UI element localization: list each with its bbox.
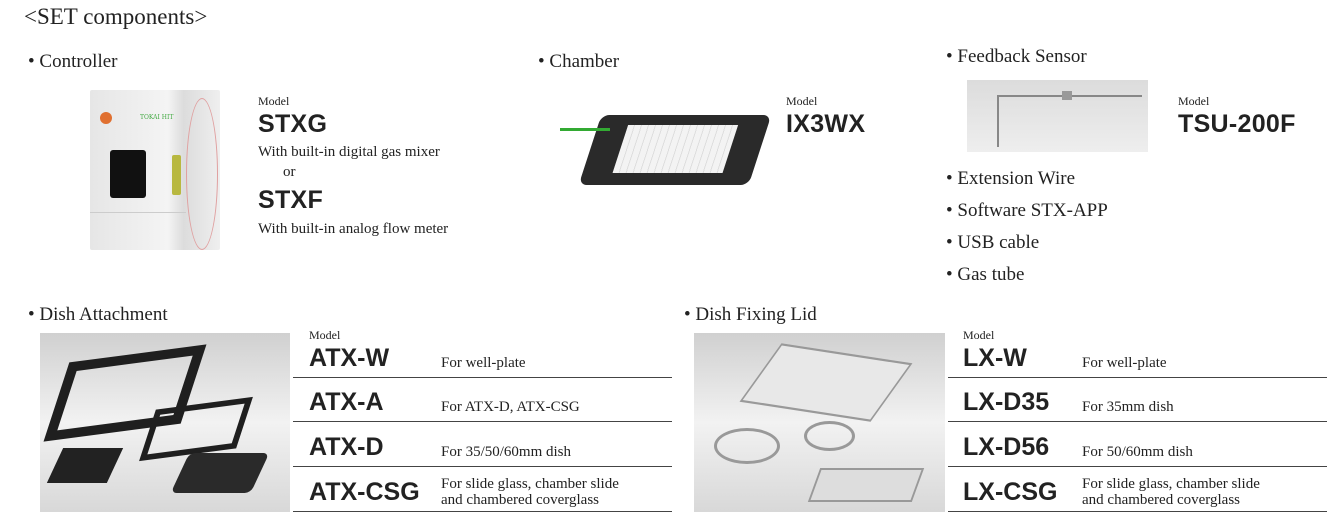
model-name: ATX-D	[309, 433, 384, 461]
controller-heading: • Controller	[28, 51, 118, 72]
controller-image: TOKAI HIT	[90, 90, 220, 250]
sensor-heading: • Feedback Sensor	[946, 46, 1087, 67]
table-row: ATX-D For 35/50/60mm dish	[293, 422, 672, 467]
model-name: LX-D35	[963, 388, 1050, 416]
model-desc-stxf: With built-in analog flow meter	[258, 221, 449, 237]
sensor-model-label: Model	[1178, 94, 1210, 108]
dish-attachment-heading: • Dish Attachment	[28, 304, 168, 325]
model-name: ATX-CSG	[309, 478, 420, 506]
chamber-image	[578, 115, 772, 185]
model-desc: For slide glass, chamber slide and chamb…	[1082, 476, 1260, 508]
model-desc-line2: and chambered coverglass	[441, 492, 599, 508]
accessory-gas-tube: • Gas tube	[946, 264, 1025, 285]
model-name: ATX-A	[309, 388, 384, 416]
table-row: LX-CSG For slide glass, chamber slide an…	[948, 467, 1327, 512]
dish-lid-heading: • Dish Fixing Lid	[684, 304, 817, 325]
model-desc: For well-plate	[441, 355, 526, 371]
table-row: LX-W For well-plate	[948, 340, 1327, 378]
page-title: <SET components>	[24, 4, 208, 29]
model-desc: For slide glass, chamber slide and chamb…	[441, 476, 619, 508]
model-name: LX-CSG	[963, 478, 1058, 506]
chamber-tube	[560, 128, 610, 131]
chamber-heading: • Chamber	[538, 51, 620, 72]
model-desc-line2: and chambered coverglass	[1082, 492, 1240, 508]
model-desc-line1: For slide glass, chamber slide	[441, 476, 619, 492]
model-desc: For 35/50/60mm dish	[441, 444, 572, 460]
dish-attachment-model-label: Model	[309, 328, 341, 342]
accessory-usb-cable: • USB cable	[946, 232, 1040, 253]
table-row: ATX-A For ATX-D, ATX-CSG	[293, 378, 672, 422]
model-name: ATX-W	[309, 344, 390, 372]
controller-model-label: Model	[258, 94, 290, 108]
table-row: ATX-CSG For slide glass, chamber slide a…	[293, 467, 672, 512]
model-desc-line1: For slide glass, chamber slide	[1082, 476, 1260, 492]
model-desc: For 50/60mm dish	[1082, 444, 1193, 460]
table-row: LX-D56 For 50/60mm dish	[948, 422, 1327, 467]
dish-lid-image	[694, 333, 945, 512]
model-name-tsu-200f: TSU-200F	[1178, 110, 1296, 138]
model-desc: For well-plate	[1082, 355, 1167, 371]
dish-attachment-image	[40, 333, 290, 512]
dish-lid-model-label: Model	[963, 328, 995, 342]
accessory-software: • Software STX-APP	[946, 200, 1108, 221]
model-name-ix3wx: IX3WX	[786, 110, 866, 138]
accessory-extension-wire: • Extension Wire	[946, 168, 1076, 189]
model-desc: For 35mm dish	[1082, 399, 1174, 415]
table-row: LX-D35 For 35mm dish	[948, 378, 1327, 422]
sensor-image	[967, 80, 1148, 152]
model-name: LX-W	[963, 344, 1027, 372]
model-name-stxg: STXG	[258, 110, 328, 138]
or-text: or	[283, 164, 296, 180]
model-name-stxf: STXF	[258, 186, 324, 214]
model-desc-stxg: With built-in digital gas mixer	[258, 144, 440, 160]
model-name: LX-D56	[963, 433, 1050, 461]
table-row: ATX-W For well-plate	[293, 340, 672, 378]
model-desc: For ATX-D, ATX-CSG	[441, 399, 580, 415]
chamber-model-label: Model	[786, 94, 818, 108]
